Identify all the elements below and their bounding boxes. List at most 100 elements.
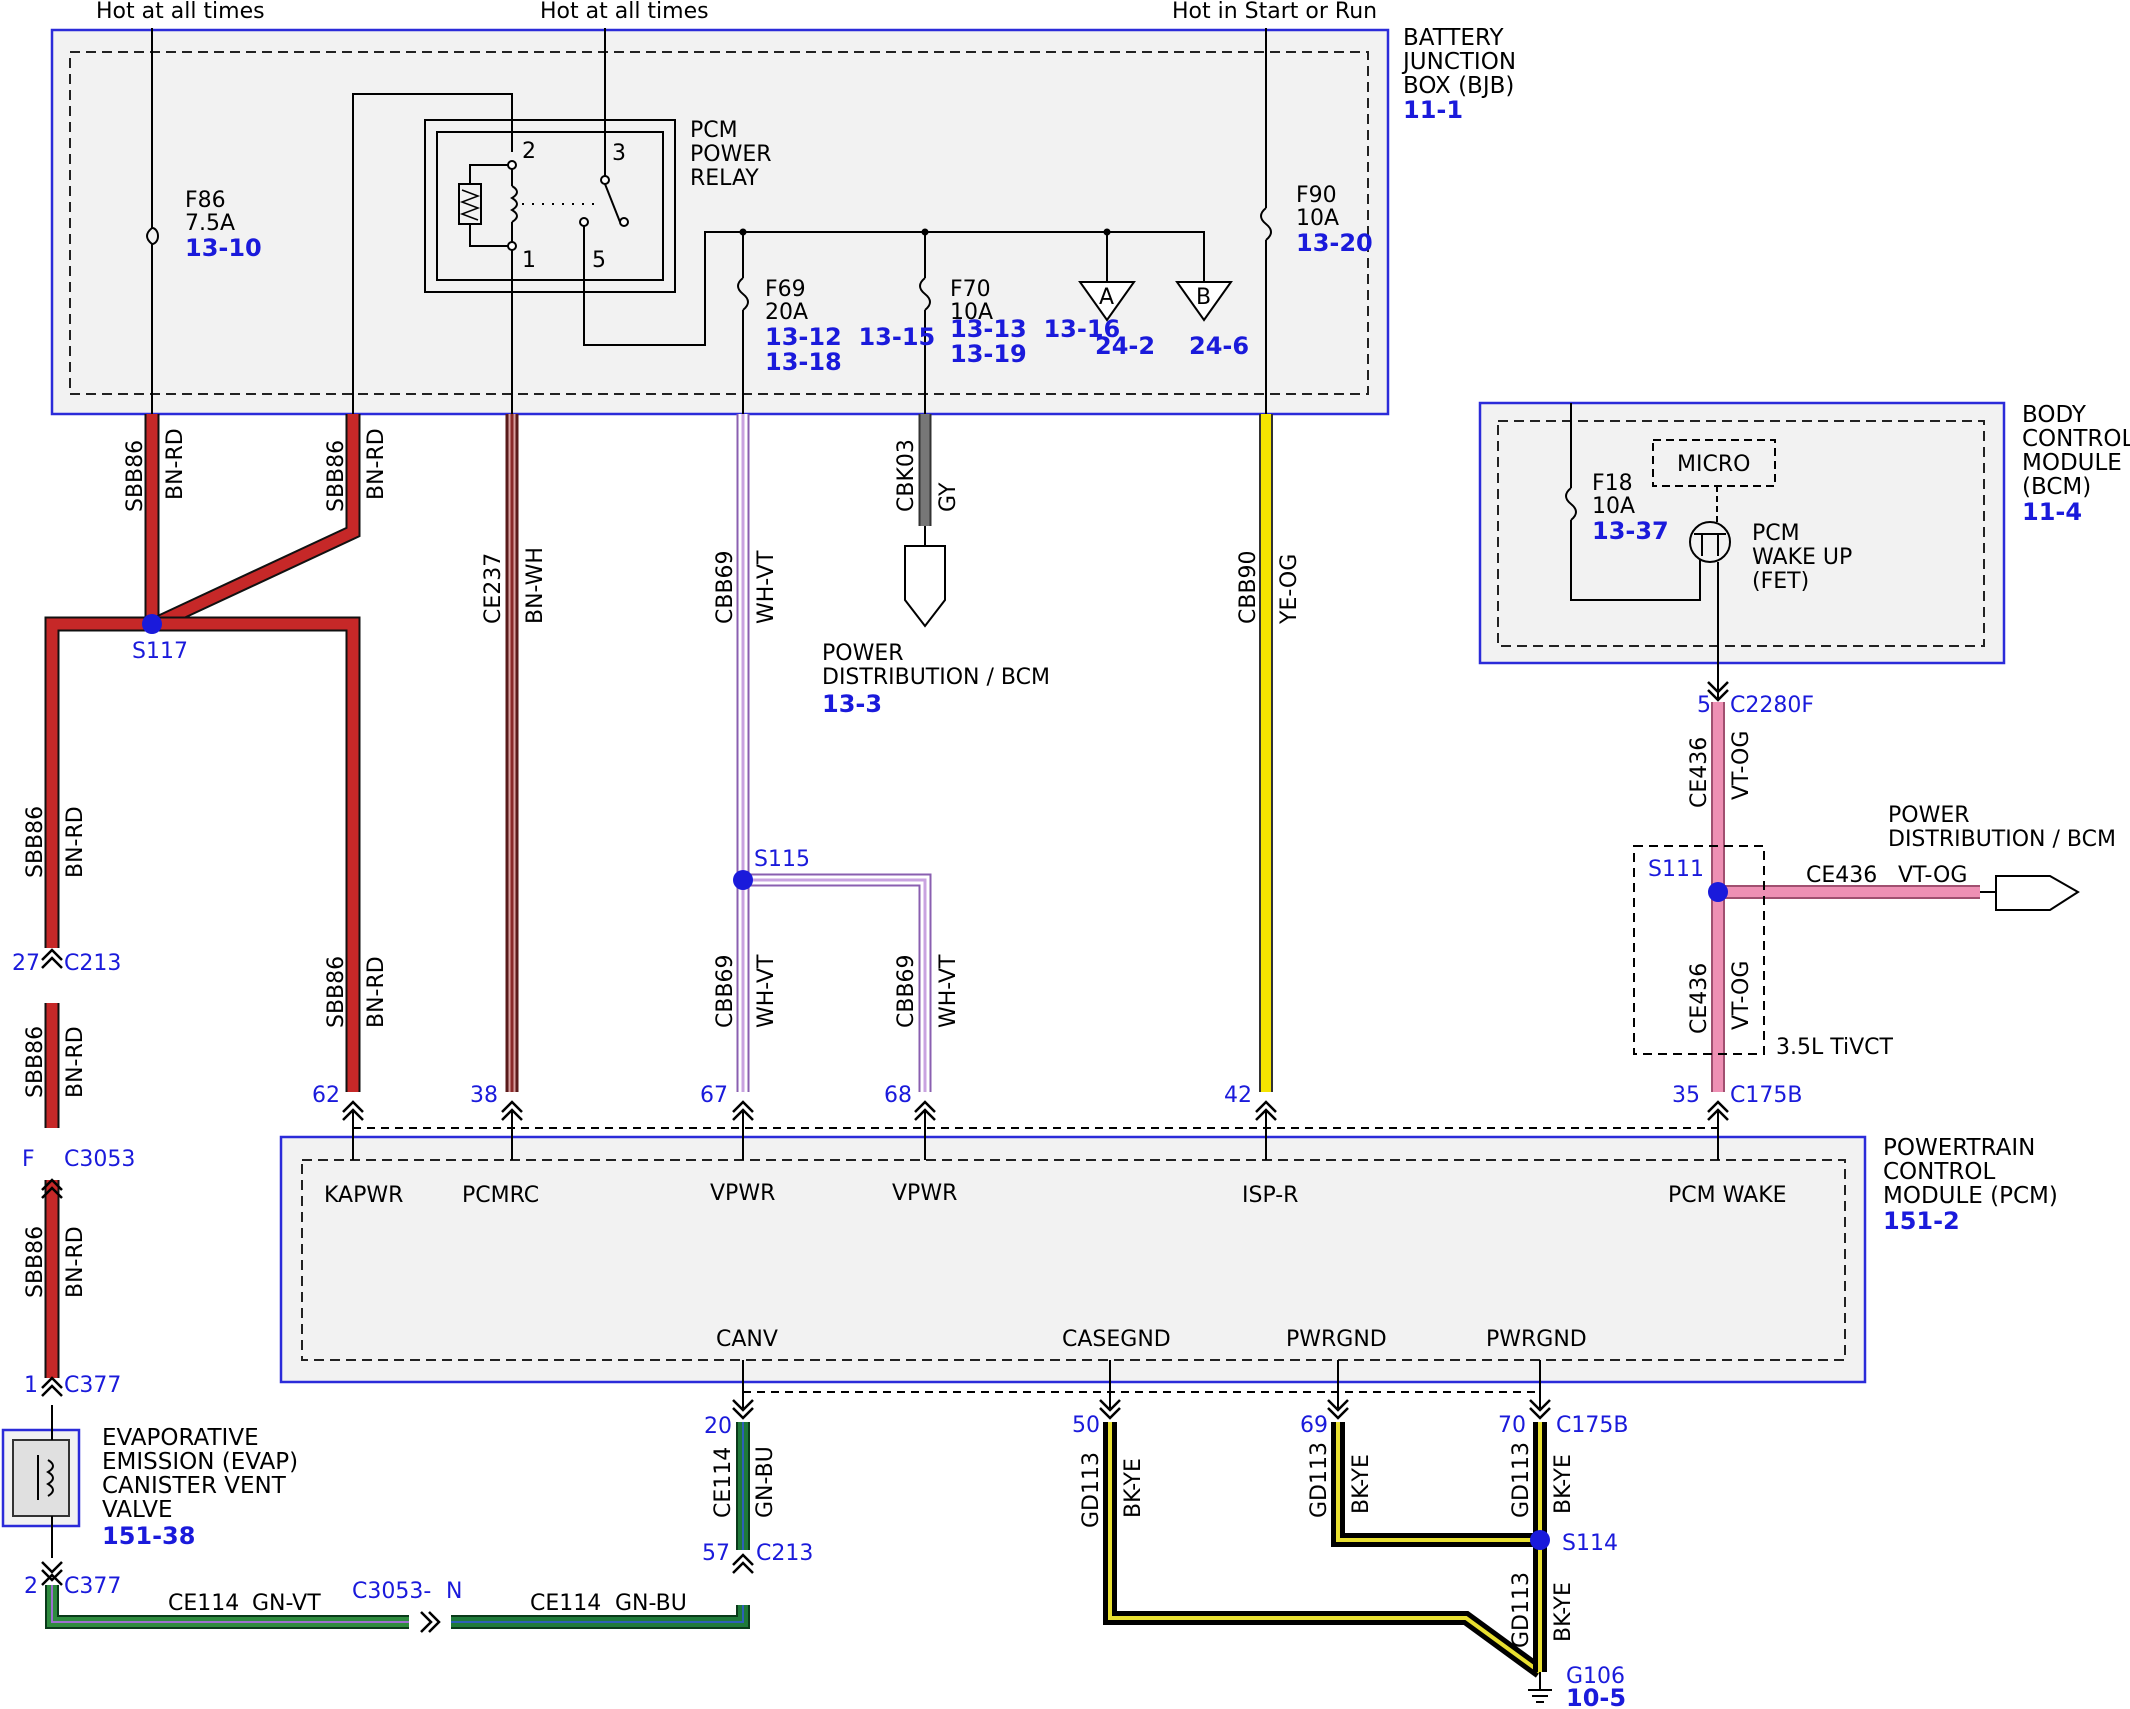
power-dist-2-line1: POWER (1888, 803, 1970, 828)
c213-57-name[interactable]: C213 (756, 1541, 813, 1566)
c3053-n-name[interactable]: C3053- (352, 1579, 431, 1604)
pcm-pin-canv: CANV (716, 1327, 778, 1352)
splice-s115[interactable] (733, 870, 753, 890)
gd113-50-circuit: GD113 (1079, 1452, 1104, 1528)
bjb-inner-box (69, 51, 1369, 395)
bcm-micro-label: MICRO (1677, 452, 1750, 477)
cbb69-67-circuit: CBB69 (713, 954, 738, 1028)
gd113-69-color: BK-YE (1349, 1454, 1374, 1514)
ground-g106: G106 (1566, 1664, 1625, 1689)
splice-s117-label: S117 (132, 639, 188, 664)
ce114-h2-color: GN-BU (615, 1591, 687, 1616)
power-dist-connector-2[interactable] (1995, 875, 2080, 911)
splice-s117[interactable] (142, 614, 162, 634)
splice-s111-label: S111 (1648, 857, 1704, 882)
power-dist-2-line2: DISTRIBUTION / BCM (1888, 827, 2116, 852)
bcm-label-line4: (BCM) (2022, 474, 2091, 500)
bjb-label-line2: JUNCTION (1401, 49, 1516, 75)
c377-1-pin: 1 (24, 1373, 38, 1398)
ground-ref[interactable]: 10-5 (1566, 1684, 1626, 1709)
splice-s114-label: S114 (1562, 1531, 1618, 1556)
f69-refs-2[interactable]: 13-18 (765, 348, 842, 376)
ce237-circuit: CE237 (481, 553, 506, 624)
fuse-symbols (146, 207, 1272, 311)
bjb-label: BATTERY JUNCTION BOX (BJB) 11-1 (1401, 25, 1516, 124)
evap-label: EVAPORATIVE EMISSION (EVAP) CANISTER VEN… (102, 1425, 298, 1550)
f69-refs-1[interactable]: 13-12 13-15 (765, 323, 935, 351)
pcm-pin-vpwr-1: VPWR (710, 1181, 775, 1206)
f18-ref[interactable]: 13-37 (1592, 517, 1669, 545)
tivct-option-box (1633, 845, 1765, 1055)
bcm-label-line2: CONTROL (2022, 426, 2130, 452)
c3053-f-name[interactable]: C3053 (64, 1147, 135, 1172)
connector-chevrons (41, 681, 1729, 1633)
f86-name: F86 (185, 188, 226, 213)
c2280f-name[interactable]: C2280F (1730, 693, 1814, 718)
bjb-ref[interactable]: 11-1 (1403, 96, 1463, 124)
c377-2-name[interactable]: C377 (64, 1574, 121, 1599)
splice-s111[interactable] (1708, 882, 1728, 902)
c175b-70-name[interactable]: C175B (1556, 1413, 1628, 1438)
ce436-h-circuit: CE436 (1806, 863, 1877, 888)
ce114-v-circuit: CE114 (711, 1447, 736, 1518)
engine-option-label: 3.5L TiVCT (1776, 1035, 1894, 1060)
pcm-inner-box (301, 1159, 1846, 1361)
pcm-box (279, 1135, 1867, 1384)
fuse-f86: F86 7.5A 13-10 (185, 188, 262, 262)
offpage-a-ref[interactable]: 24-2 (1095, 332, 1155, 360)
c213-27-name[interactable]: C213 (64, 951, 121, 976)
relay-switch-contact (604, 183, 621, 223)
relay-label-line2: POWER (690, 142, 772, 167)
bcm-box (1478, 401, 2006, 665)
wire-sbb86-left[interactable] (44, 616, 152, 948)
sbb86-left1-circuit: SBB86 (23, 806, 48, 878)
pcm-label-line3: MODULE (PCM) (1883, 1183, 2058, 1209)
f70-name: F70 (950, 277, 991, 302)
wire-sbb86-right[interactable] (152, 616, 361, 1092)
sbb86-left2-color: BN-RD (63, 1026, 88, 1098)
splice-s114[interactable] (1530, 1530, 1550, 1550)
pcm-pin-kapwr: KAPWR (324, 1183, 403, 1208)
pin-62: 62 (312, 1083, 340, 1108)
pcm-label-line2: CONTROL (1883, 1159, 1996, 1185)
sbb86-a-circuit: SBB86 (123, 440, 148, 512)
c213-57-pin: 57 (702, 1541, 730, 1566)
f18-rating: 10A (1592, 494, 1635, 519)
wire-cbb69[interactable] (736, 414, 932, 1092)
pin-68: 68 (884, 1083, 912, 1108)
bjb-label-line3: BOX (BJB) (1403, 73, 1514, 99)
relay-coil-icon (510, 185, 518, 223)
evap-ref[interactable]: 151-38 (102, 1522, 195, 1550)
gd113-g-color: BK-YE (1551, 1582, 1576, 1642)
pcm-pin-pcmrc: PCMRC (462, 1183, 539, 1208)
f69-rating: 20A (765, 300, 808, 325)
ce436-top-circuit: CE436 (1687, 737, 1712, 808)
c377-1-name[interactable]: C377 (64, 1373, 121, 1398)
f90-ref[interactable]: 13-20 (1296, 229, 1373, 257)
pcm-pin-wake: PCM WAKE (1668, 1183, 1787, 1208)
evap-label-line3: CANISTER VENT (102, 1473, 287, 1499)
pin-50: 50 (1072, 1413, 1100, 1438)
pcm-pin-pwrgnd-1: PWRGND (1286, 1327, 1387, 1352)
f86-ref[interactable]: 13-10 (185, 234, 262, 262)
bcm-label-line3: MODULE (2022, 450, 2122, 476)
f70-refs-1[interactable]: 13-13 13-16 (950, 315, 1120, 343)
pcm-ref[interactable]: 151-2 (1883, 1207, 1960, 1235)
bcm-ref[interactable]: 11-4 (2022, 498, 2082, 526)
offpage-b-letter: B (1196, 285, 1211, 310)
wire-ce114[interactable] (45, 1422, 750, 1629)
power-dist-1-ref[interactable]: 13-3 (822, 690, 882, 718)
pin-38: 38 (470, 1083, 498, 1108)
f70-refs-2[interactable]: 13-19 (950, 340, 1027, 368)
c3053-f-pin: F (22, 1147, 35, 1172)
hot-at-all-times-label-1: Hot at all times (96, 0, 265, 24)
c175b-35-name[interactable]: C175B (1730, 1083, 1802, 1108)
power-dist-connector-1[interactable] (904, 545, 946, 628)
pin-42: 42 (1224, 1083, 1252, 1108)
wire-cbk03[interactable] (904, 414, 946, 628)
cbb69-67-color: WH-VT (754, 954, 779, 1028)
sbb86-right-circuit: SBB86 (324, 956, 349, 1028)
sbb86-b-circuit: SBB86 (324, 440, 349, 512)
offpage-b-ref[interactable]: 24-6 (1189, 332, 1249, 360)
